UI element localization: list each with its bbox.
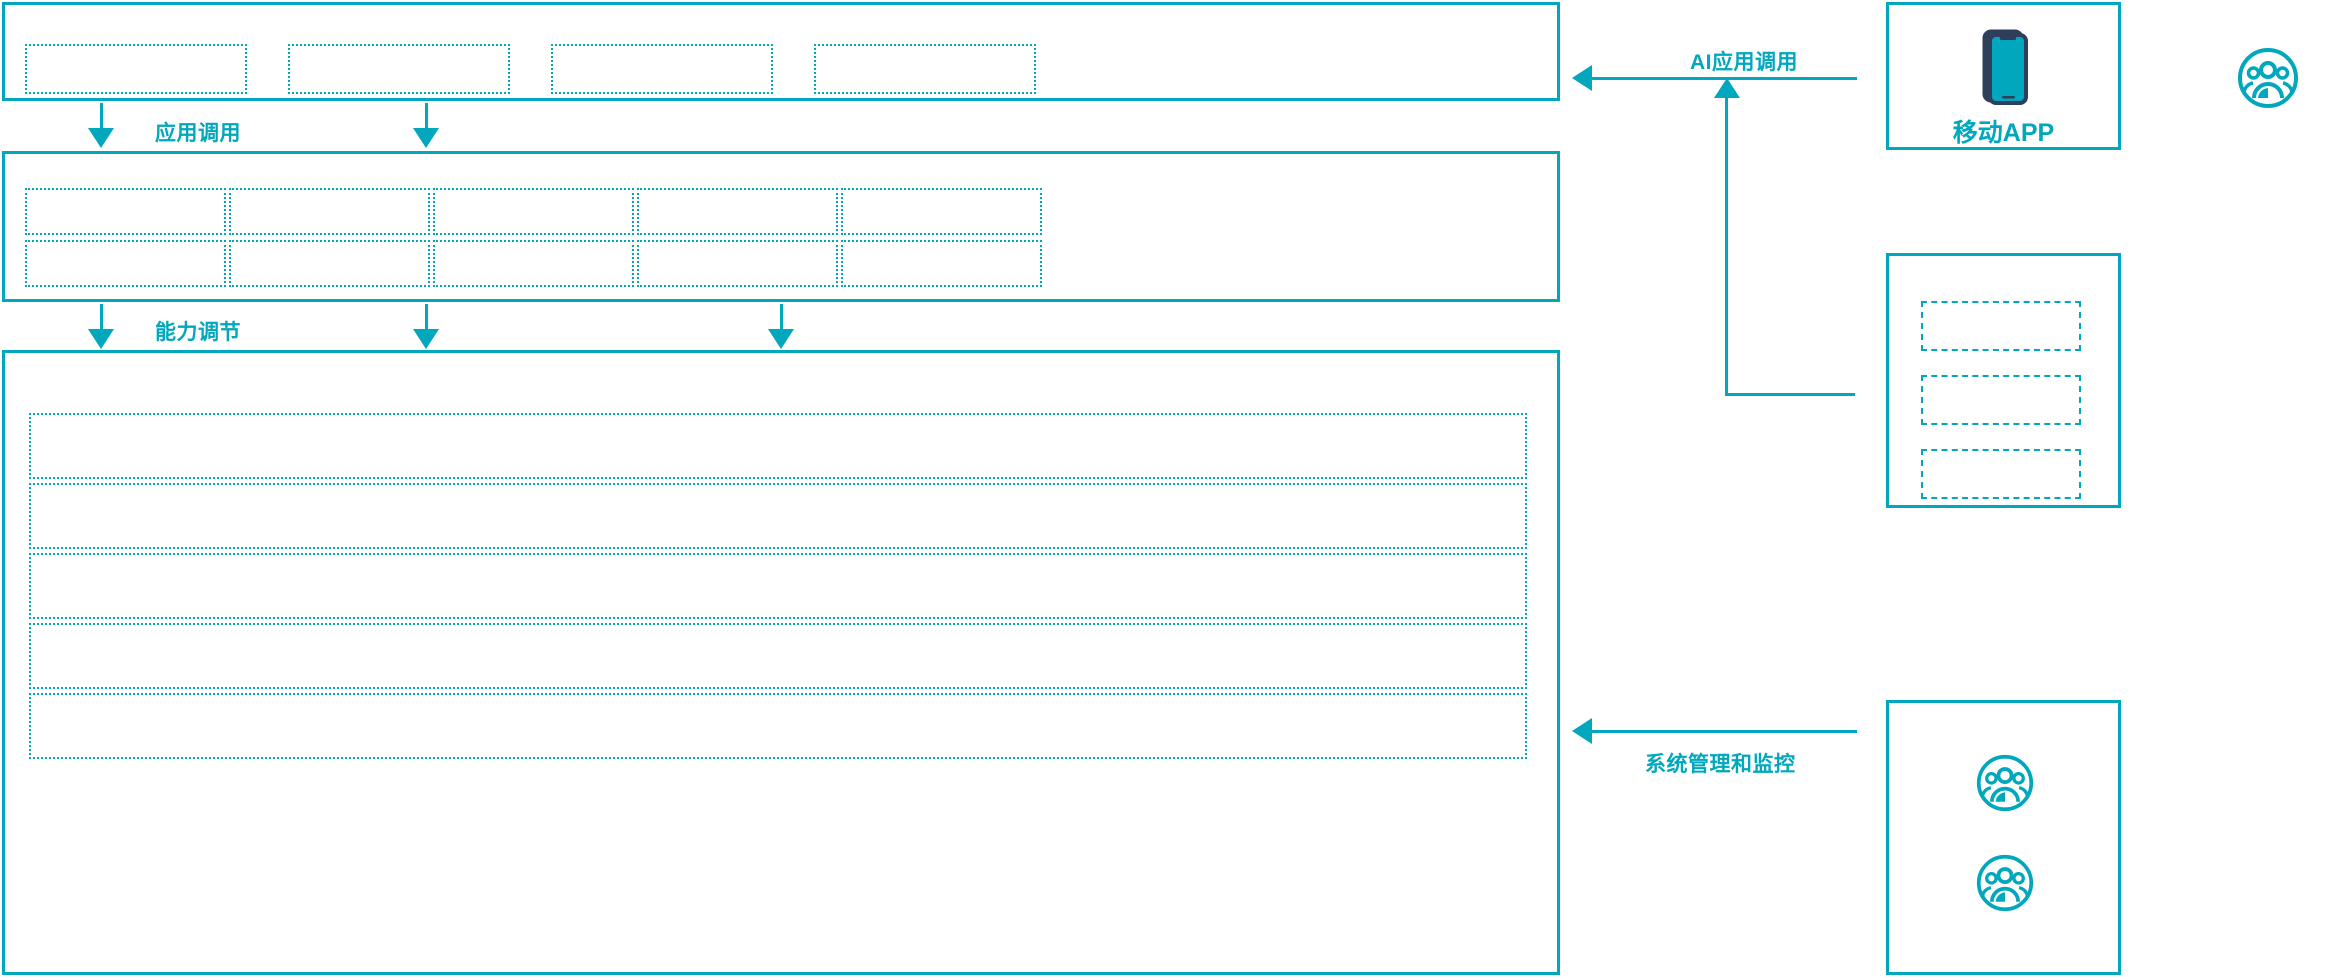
capability-adjust-connector <box>425 304 428 334</box>
capability-adjust-connector <box>780 304 783 334</box>
platform-layer-panel <box>2 350 1560 975</box>
application-slot[interactable] <box>814 44 1036 94</box>
application-slot[interactable] <box>551 44 773 94</box>
ai-app-invoke-arrowhead <box>1572 65 1592 91</box>
capability-layer-panel <box>2 151 1560 302</box>
capability-adjust-arrowhead <box>768 329 794 349</box>
channel-uplink-arrowhead <box>1714 78 1740 98</box>
flow-label-system-admin: 系统管理和监控 <box>1645 753 1796 776</box>
capability-adjust-arrowhead <box>88 329 114 349</box>
capability-slot[interactable] <box>433 240 634 287</box>
user-group-icon <box>2238 48 2298 108</box>
capability-slot[interactable] <box>637 188 838 235</box>
app-invoke-arrowhead <box>88 128 114 148</box>
channel-slot[interactable] <box>1921 375 2081 425</box>
application-layer-panel <box>2 2 1560 101</box>
mobile-app-caption: 移动APP <box>1952 119 2055 147</box>
user-group-icon <box>1976 754 2034 812</box>
channel-slot[interactable] <box>1921 449 2081 499</box>
app-invoke-arrowhead <box>413 128 439 148</box>
platform-slot[interactable] <box>29 623 1527 689</box>
platform-slot[interactable] <box>29 693 1527 759</box>
channel-panel <box>1886 253 2121 508</box>
capability-slot[interactable] <box>841 188 1042 235</box>
channel-uplink-connector <box>1725 96 1728 396</box>
system-admin-line <box>1592 730 1857 733</box>
application-slot[interactable] <box>288 44 510 94</box>
capability-slot[interactable] <box>229 240 430 287</box>
capability-adjust-connector <box>100 304 103 334</box>
capability-adjust-arrowhead <box>413 329 439 349</box>
platform-slot[interactable] <box>29 413 1527 479</box>
capability-slot[interactable] <box>637 240 838 287</box>
capability-slot[interactable] <box>433 188 634 235</box>
application-slot[interactable] <box>25 44 247 94</box>
admin-panel <box>1886 700 2121 975</box>
capability-slot[interactable] <box>25 240 226 287</box>
platform-slot[interactable] <box>29 553 1527 619</box>
channel-slot[interactable] <box>1921 301 2081 351</box>
capability-slot[interactable] <box>841 240 1042 287</box>
platform-slot[interactable] <box>29 483 1527 549</box>
mobile-app-node[interactable]: 移动APP <box>1886 2 2121 150</box>
user-group-icon <box>1976 854 2034 912</box>
flow-label-app-invoke: 应用调用 <box>155 122 241 145</box>
channel-uplink-connector <box>1725 393 1855 396</box>
flow-label-capability-adjust: 能力调节 <box>155 321 241 344</box>
flow-label-ai-app-invoke: AI应用调用 <box>1690 51 1798 74</box>
system-admin-arrowhead <box>1572 718 1592 744</box>
app-invoke-connector <box>100 103 103 133</box>
mobile-phone-icon <box>1982 29 2028 105</box>
app-invoke-connector <box>425 103 428 133</box>
capability-slot[interactable] <box>25 188 226 235</box>
capability-slot[interactable] <box>229 188 430 235</box>
